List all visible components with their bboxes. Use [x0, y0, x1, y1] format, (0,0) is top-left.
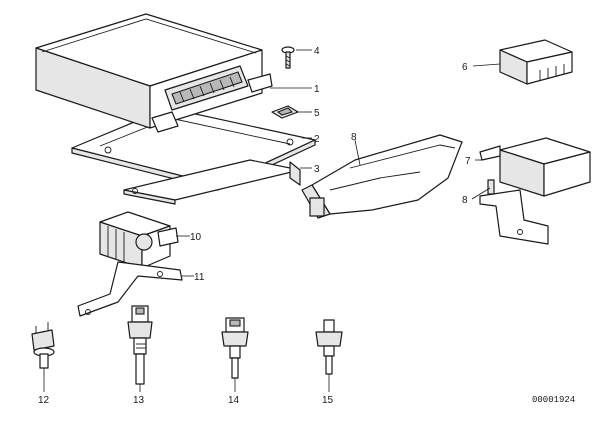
sensor-13: [127, 305, 153, 385]
callout-11: 11: [194, 272, 205, 283]
callout-15: 15: [322, 395, 334, 406]
callout-labels: 4 1 5 2 3 6 8 7 8 10 11 12 13 14 15: [38, 46, 471, 406]
callout-2: 2: [314, 134, 320, 145]
callout-1: 1: [314, 84, 320, 95]
callout-5: 5: [314, 108, 320, 119]
mounting-strip: [123, 159, 301, 205]
callout-14: 14: [228, 395, 240, 406]
screw: [281, 46, 295, 69]
callout-6: 6: [462, 62, 468, 73]
clip: [271, 105, 299, 119]
sensor-unit: [99, 211, 179, 269]
callout-8-duct: 8: [351, 132, 357, 143]
sensor-bracket: [77, 261, 183, 317]
callout-13: 13: [133, 395, 145, 406]
sensor-12: [31, 322, 55, 369]
control-unit: [35, 13, 273, 133]
callout-8-bracket: 8: [462, 195, 468, 206]
module-bracket: [479, 179, 549, 245]
module: [479, 137, 591, 197]
callout-10: 10: [190, 232, 202, 243]
air-duct: [301, 134, 463, 219]
sensor-14: [221, 317, 249, 379]
callout-4: 4: [314, 46, 320, 57]
callout-12: 12: [38, 395, 50, 406]
document-id: 00001924: [532, 395, 575, 405]
callout-7: 7: [465, 156, 471, 167]
callout-3: 3: [314, 164, 320, 175]
leader-lines: [43, 49, 501, 392]
relay-module: [499, 39, 573, 85]
sensor-15: [315, 319, 343, 375]
